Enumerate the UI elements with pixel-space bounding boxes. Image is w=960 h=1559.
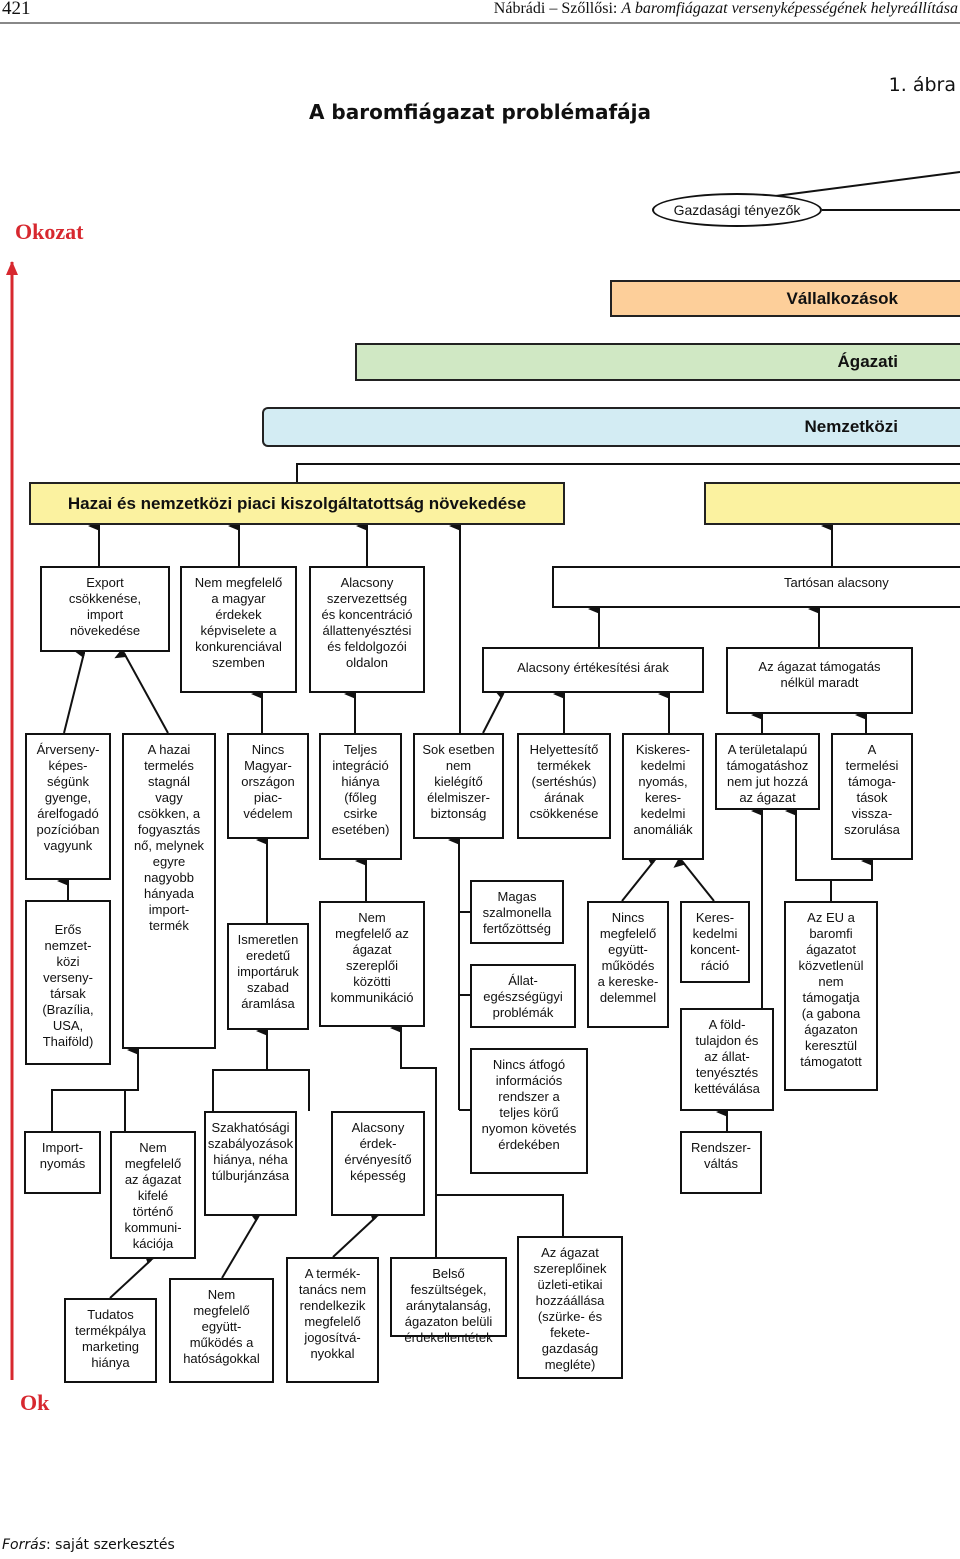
box-importnyomas: Import- nyomás — [24, 1131, 101, 1194]
box-tudatos-marketing: Tudatos termékpálya marketing hiánya — [64, 1298, 157, 1383]
box-helyettesito: Helyettesítő termékek (sertéshús) árának… — [517, 733, 611, 839]
box-erdekervenyesito: Alacsony érdek- érvényesítő képesség — [331, 1111, 425, 1216]
box-kommunikacio: Nem megfelelő az ágazat szereplői között… — [319, 901, 425, 1027]
page-number: 421 — [2, 0, 31, 19]
source-text: : saját szerkesztés — [46, 1537, 175, 1553]
box-eros-versenytarsak: Erős nemzet- közi verseny- társak (Brazí… — [25, 900, 111, 1065]
box-alacsony-szervezettseg: Alacsony szervezettség és koncentráció á… — [309, 566, 425, 693]
box-hatosagokkal: Nem megfelelő együtt- működés a hatóságo… — [169, 1278, 274, 1383]
source-note: Forrás: saját szerkesztés — [2, 1537, 175, 1553]
box-ertekesitesi-arak: Alacsony értékesítési árak — [482, 647, 704, 693]
article-title: A baromfiágazat versenyképességének hely… — [621, 0, 958, 17]
box-belso-feszultsegek: Belső feszültségek, aránytalanság, ágaza… — [390, 1257, 507, 1345]
running-header: Nábrádi – Szőllősi: A baromfiágazat vers… — [494, 0, 958, 18]
effect-right — [704, 482, 960, 525]
band-nemzetkozi: Nemzetközi — [262, 407, 960, 447]
tree-lines — [51, 171, 960, 1299]
box-piacvedelem: Nincs Magyar- országon piac- védelem — [227, 733, 309, 839]
axis-label-ok: Ok — [20, 1390, 50, 1415]
box-informacios-rendszer: Nincs átfogó információs rendszer a telj… — [470, 1048, 588, 1174]
box-kereskedelmi-koncentracio: Keres- kedelmi koncent- ráció — [680, 901, 750, 983]
box-eu-tamogatas: Az EU a baromfi ágazatot közvetlenül nem… — [784, 901, 878, 1091]
box-teruletalapu: A területalapú támogatáshoz nem jut hozz… — [715, 733, 820, 810]
figure-label: 1. ábra — [888, 74, 956, 96]
box-szalmonella: Magas szalmonella fertőzöttség — [470, 880, 564, 944]
box-szakhatosagi: Szakhatósági szabályozások hiánya, néha … — [204, 1111, 297, 1216]
box-allategeszseg: Állat- egészségügyi problémák — [470, 964, 576, 1028]
diagram-title: A baromfiágazat problémafája — [308, 100, 652, 124]
effect-hazai: Hazai és nemzetközi piaci kiszolgáltatot… — [29, 482, 565, 525]
ellipse-gazdasagi-tenyezok: Gazdasági tényezők — [652, 193, 822, 227]
box-tartosan-alacsony: Tartósan alacsony — [552, 566, 960, 608]
band-agazati: Ágazati — [355, 343, 960, 381]
box-termelesi-tamogatasok: A termelési támoga- tások vissza- szorul… — [831, 733, 913, 860]
box-arverseny: Árverseny- képes- ségünk gyenge, árelfog… — [25, 733, 111, 880]
box-hazai-termeles: A hazai termelés stagnál vagy csökken, a… — [122, 733, 216, 1049]
box-export: Export csökkenése, import növekedése — [40, 566, 170, 652]
box-foldtulajdon: A föld- tulajdon és az állat- tenyésztés… — [680, 1008, 774, 1111]
box-egyuttmukodes-kereskedelem: Nincs megfelelő együtt- működés a keresk… — [587, 901, 669, 1028]
authors: Nábrádi – Szőllősi: — [493, 0, 622, 17]
box-rendszervaltas: Rendszer- váltás — [680, 1131, 762, 1194]
box-tamogatas-nelkul: Az ágazat támogatás nélkül maradt — [726, 647, 913, 714]
header-rule — [0, 22, 960, 24]
box-kiskereskedelmi: Kiskeres- kedelmi nyomás, keres- kedelmi… — [622, 733, 704, 860]
box-kifele-kommunikacio: Nem megfelelő az ágazat kifelé történő k… — [110, 1131, 196, 1259]
box-ismeretlen-import: Ismeretlen eredetű importáruk szabad ára… — [227, 923, 309, 1030]
box-sok-esetben: Sok esetben nem kielégítő élelmiszer- bi… — [413, 733, 504, 839]
box-nem-megfelelo-magyar: Nem megfelelő a magyar érdekek képvisele… — [180, 566, 297, 693]
axis-label-okozat: Okozat — [15, 219, 84, 244]
box-integracio: Teljes integráció hiánya (főleg csirke e… — [319, 733, 402, 860]
box-uzleti-etikai: Az ágazat szereplőinek üzleti-etikai hoz… — [517, 1236, 623, 1379]
source-label: Forrás — [2, 1537, 47, 1553]
box-termektanacs: A termék- tanács nem rendelkezik megfele… — [286, 1257, 379, 1383]
band-vallalkozasok: Vállalkozások — [610, 280, 960, 317]
